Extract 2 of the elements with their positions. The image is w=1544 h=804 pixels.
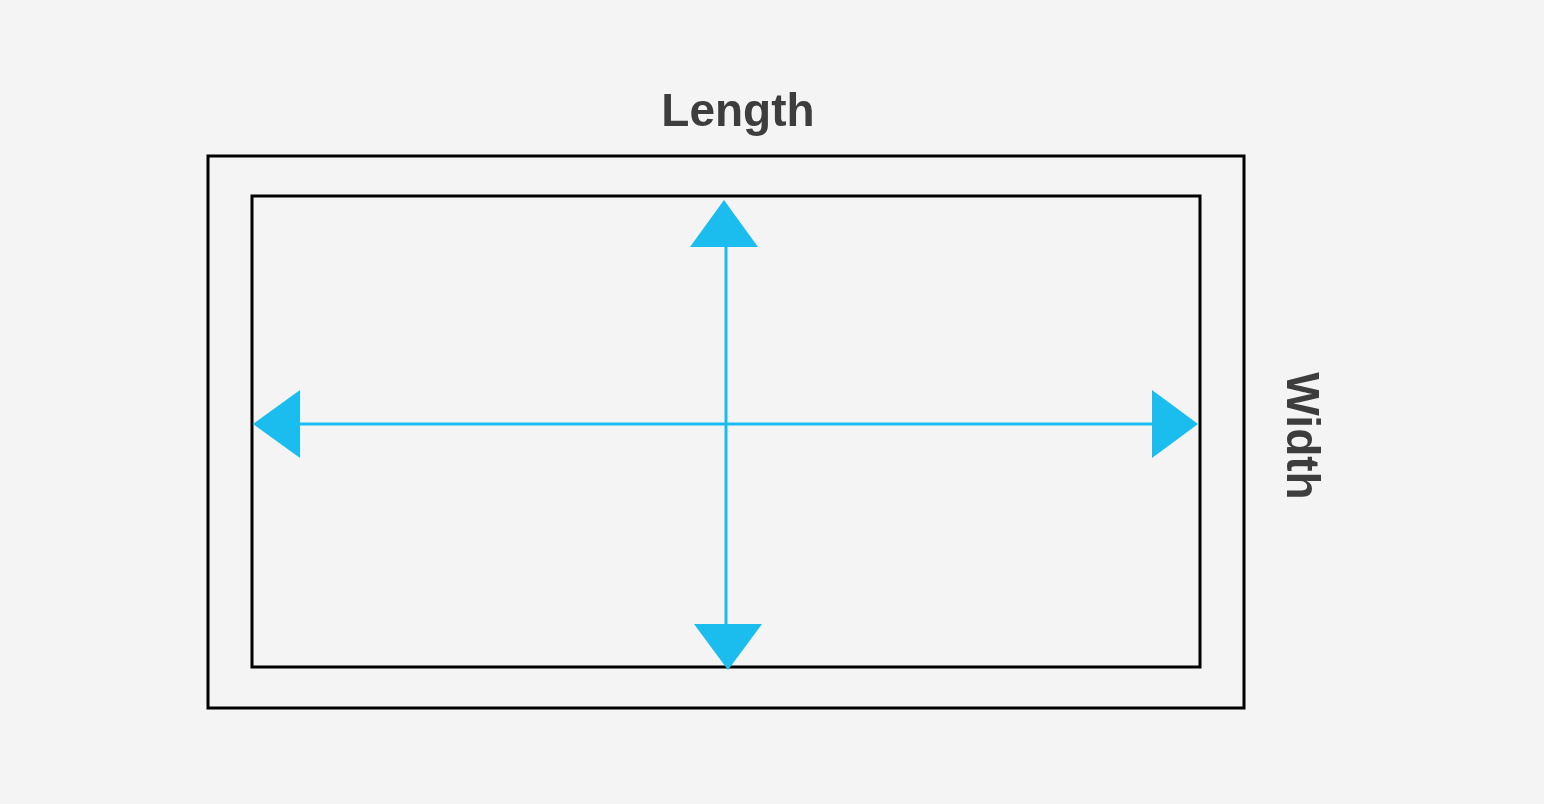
dimension-label: Length xyxy=(660,83,816,138)
dimension-label: Width xyxy=(1276,371,1330,502)
